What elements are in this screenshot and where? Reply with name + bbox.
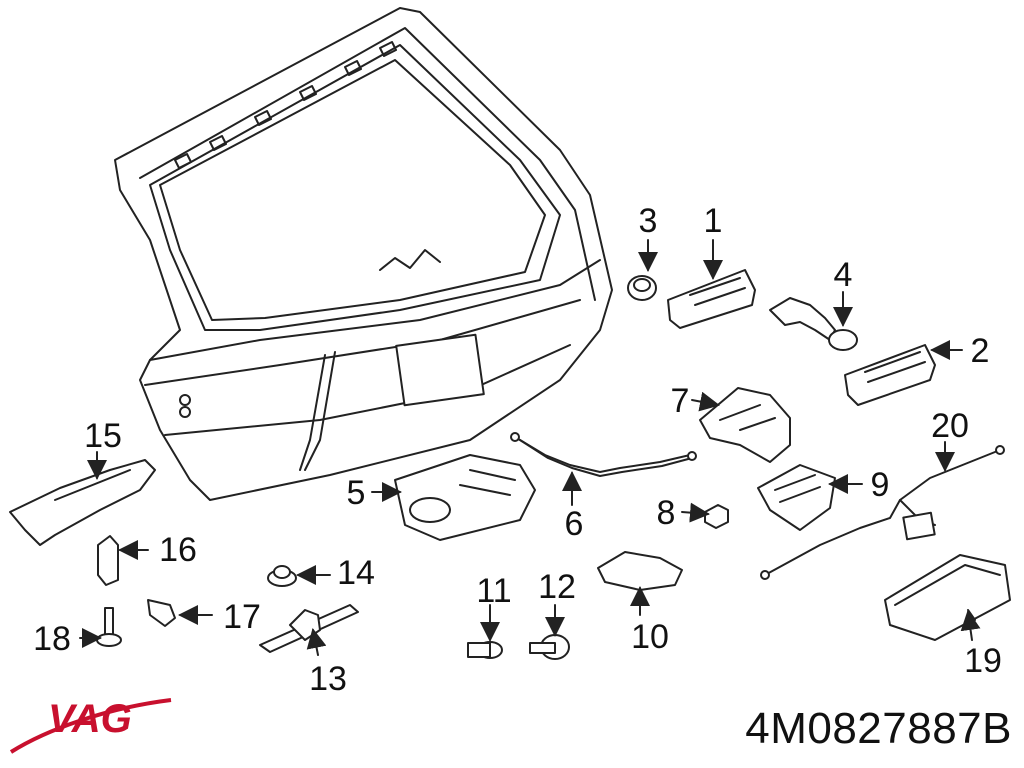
part-19-control-module [884, 554, 1011, 641]
callout-14: 14 [337, 554, 375, 592]
part-number: 4M0827887B [745, 704, 1012, 753]
part-9-handle [757, 464, 836, 531]
part-18-bolt [96, 607, 122, 647]
part-13-strap-bracket [259, 604, 359, 653]
part-6-cable [510, 432, 697, 477]
part-11-rivet [467, 641, 503, 659]
part-1-switch [667, 269, 756, 329]
callout-1: 1 [704, 202, 723, 240]
part-10-bracket [597, 551, 683, 591]
callout-2: 2 [971, 332, 990, 370]
callout-18: 18 [33, 620, 71, 658]
callout-6: 6 [565, 505, 584, 543]
callout-20: 20 [931, 407, 969, 445]
part-15-hinge [9, 459, 156, 546]
part-2-switch [844, 344, 936, 406]
callout-12: 12 [538, 568, 576, 606]
part-3-grommet [627, 275, 657, 301]
part-17-bolt [147, 599, 176, 627]
callout-7: 7 [671, 382, 690, 420]
callout-3: 3 [639, 202, 658, 240]
callout-13: 13 [309, 660, 347, 698]
callout-5: 5 [347, 474, 366, 512]
callout-9: 9 [871, 466, 890, 504]
part-16-clip [97, 535, 119, 586]
part-20-harness [760, 445, 1005, 580]
part-4-connector [769, 297, 858, 351]
vag-logo: VAG [9, 697, 172, 754]
callout-11: 11 [476, 572, 511, 610]
vag-logo-text: VAG [48, 697, 132, 741]
callout-16: 16 [159, 531, 197, 569]
callout-labels: 3 1 4 2 7 20 15 9 5 6 8 16 14 11 12 17 1… [33, 202, 1002, 698]
callout-19: 19 [964, 642, 1002, 680]
part-7-bracket [699, 387, 791, 463]
callout-15: 15 [84, 417, 122, 455]
callout-10: 10 [631, 618, 669, 656]
part-5-lock-actuator [394, 454, 536, 541]
part-12-rivet [529, 634, 570, 660]
callout-17: 17 [223, 598, 261, 636]
leader-lines [79, 239, 981, 656]
part-8-nut [704, 504, 729, 529]
callout-8: 8 [657, 494, 676, 532]
part-14-cap-nut [267, 565, 297, 587]
callout-4: 4 [834, 256, 853, 294]
tailgate-body [114, 7, 613, 501]
